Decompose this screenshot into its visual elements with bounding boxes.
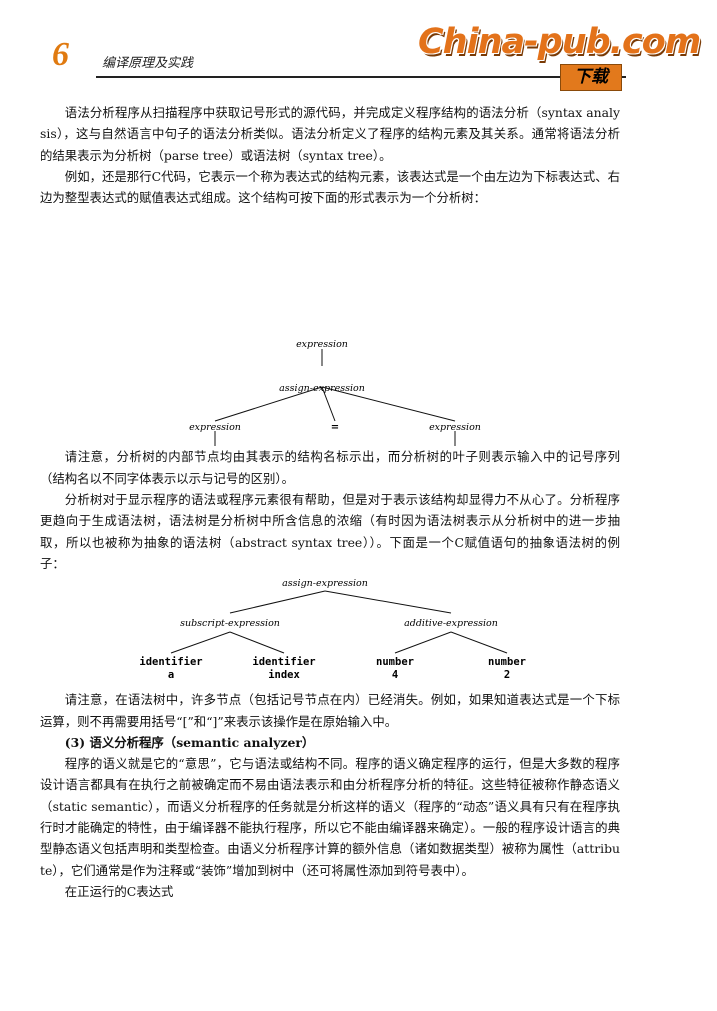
- tree-leaf: number: [376, 656, 414, 668]
- china-pub-logo[interactable]: China-pub.com: [418, 22, 701, 62]
- tree-node: expression: [189, 422, 241, 433]
- tree-leaf-value: 2: [504, 669, 510, 681]
- page-header: 6 编译原理及实践 China-pub.com 下载: [0, 0, 717, 95]
- paragraph: 语法分析程序从扫描程序中获取记号形式的源代码，并完成定义程序结构的语法分析（sy…: [40, 105, 620, 163]
- tree-leaf: identifier: [139, 656, 202, 668]
- parse-tree-edges: [214, 349, 456, 447]
- page-content: 语法分析程序从扫描程序中获取记号形式的源代码，并完成定义程序结构的语法分析（sy…: [40, 102, 620, 902]
- tree-node: expression: [296, 339, 348, 350]
- section-heading: (3) 语义分析程序（semantic analyzer）: [64, 734, 315, 750]
- parse-tree-figure: expression assign-expression expression …: [189, 339, 481, 447]
- syntax-tree-figure: assign-expression subscript-expression a…: [139, 578, 526, 681]
- tree-token: =: [331, 422, 339, 433]
- tree-leaf: identifier: [252, 656, 315, 668]
- tree-node: assign-expression: [279, 383, 365, 394]
- tree-leaf: number: [488, 656, 526, 668]
- paragraph: 例如，还是那行C代码，它表示一个称为表达式的结构元素，该表达式是一个由左边为下标…: [40, 168, 620, 206]
- tree-leaf-value: index: [268, 669, 300, 681]
- syntax-tree-edges: [170, 590, 508, 654]
- tree-node: assign-expression: [282, 578, 368, 589]
- page-number: 6: [52, 36, 69, 73]
- tree-leaf-value: a: [168, 669, 174, 681]
- tree-node: expression: [429, 422, 481, 433]
- paragraph: 请注意，分析树的内部节点均由其表示的结构名标示出，而分析树的叶子则表示输入中的记…: [40, 449, 620, 486]
- header-rule: [96, 76, 626, 78]
- tree-leaf-value: 4: [392, 669, 398, 681]
- paragraph: 分析树对于显示程序的语法或程序元素很有帮助，但是对于表示该结构却显得力不从心了。…: [40, 492, 620, 571]
- paragraph: 请注意，在语法树中，许多节点（包括记号节点在内）已经消失。例如，如果知道表达式是…: [40, 692, 620, 729]
- paragraph: 程序的语义就是它的“意思”，它与语法或结构不同。程序的语义确定程序的运行，但是大…: [40, 756, 620, 878]
- download-badge[interactable]: 下载: [560, 64, 622, 91]
- book-title: 编译原理及实践: [102, 56, 194, 71]
- tree-node: subscript-expression: [180, 618, 280, 629]
- paragraph: 在正运行的C表达式: [64, 883, 174, 899]
- tree-node: additive-expression: [404, 618, 498, 629]
